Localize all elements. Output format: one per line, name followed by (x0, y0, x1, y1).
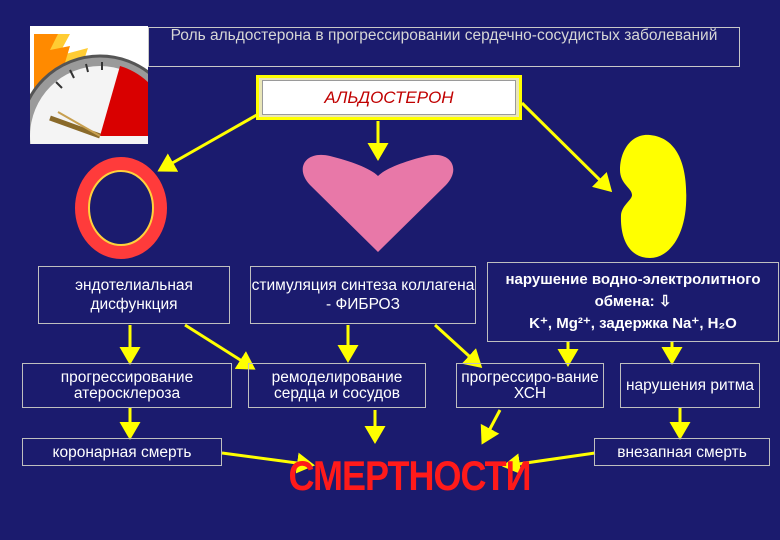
sudden-death-box: внезапная смерть (594, 438, 770, 466)
fibrosis-label: стимуляция синтеза коллагена - ФИБРОЗ (251, 277, 475, 313)
kidney-icon (620, 134, 687, 258)
aldosterone-label: АЛЬДОСТЕРОН (262, 80, 516, 115)
gauge-icon (18, 26, 182, 218)
arrow-fibrosis-to-chf (433, 323, 483, 369)
chf-label: прогрессиро-вание ХСН (461, 368, 599, 402)
arrow-sudden-to-mortality (502, 451, 596, 475)
fibrosis-box: стимуляция синтеза коллагена - ФИБРОЗ (250, 266, 476, 324)
chf-box: прогрессиро-вание ХСН (456, 363, 604, 408)
coronary-death-box: коронарная смерть (22, 438, 222, 466)
sudden-death-label: внезапная смерть (617, 443, 747, 461)
endothelial-dysfunction-label: эндотелиальная дисфункция (75, 277, 193, 313)
page-title: Роль альдостерона в прогрессировании сер… (148, 27, 740, 67)
arrow-header-to-ring (157, 110, 263, 172)
rhythm-box: нарушения ритма (620, 363, 760, 408)
remodeling-box: ремоделирование сердца и сосудов (248, 363, 426, 408)
electrolyte-label-line2: K⁺, Mg²⁺, задержка Na⁺, H₂O (529, 315, 737, 332)
vessel-ring-icon (75, 157, 167, 259)
heart-icon (302, 154, 454, 252)
atherosclerosis-label: прогрессирование атеросклероза (60, 368, 194, 402)
atherosclerosis-box: прогрессирование атеросклероза (22, 363, 232, 408)
electrolyte-label-line1: нарушение водно-электролитного обмена: ⇩ (505, 271, 761, 310)
endothelial-dysfunction-box: эндотелиальная дисфункция (38, 266, 230, 324)
mortality-label: СМЕРТНОСТИ (288, 451, 531, 499)
electrolyte-box: нарушение водно-электролитного обмена: ⇩… (487, 262, 779, 342)
aldosterone-header-box: АЛЬДОСТЕРОН (256, 75, 522, 120)
arrow-header-to-kidney (520, 101, 613, 193)
arrow-chf-to-mortality (480, 409, 502, 445)
rhythm-label: нарушения ритма (625, 376, 754, 394)
arrow-endothelial-to-remodeling (184, 323, 256, 370)
arrow-coronary-to-mortality (221, 451, 315, 474)
coronary-death-label: коронарная смерть (52, 443, 192, 461)
remodeling-label: ремоделирование сердца и сосудов (271, 368, 403, 402)
